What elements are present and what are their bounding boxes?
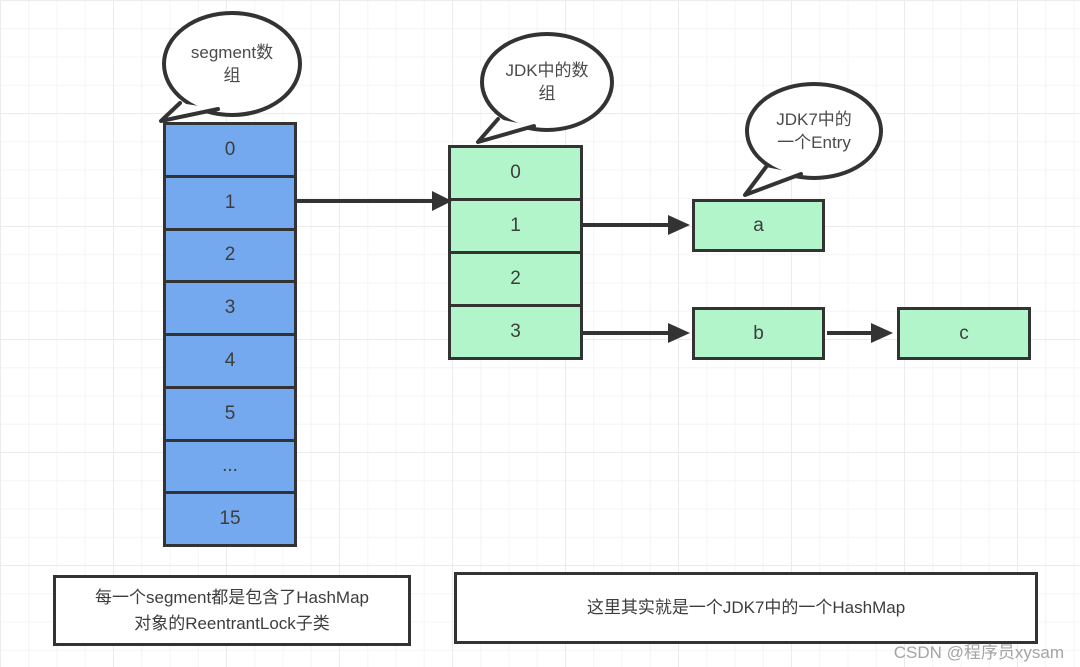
note-segment-reentrantlock: 每一个segment都是包含了HashMap 对象的ReentrantLock子… <box>53 575 411 646</box>
speech-bubble-jdk7-entry-tail <box>743 165 803 197</box>
jdk-cell-2: 2 <box>451 254 580 307</box>
segment-cell-3: 3 <box>166 283 294 336</box>
entry-node-b: b <box>692 307 825 360</box>
bubble-label-jdk7-entry: JDK7中的 一个Entry <box>776 110 852 152</box>
speech-bubble-jdk-array-tail <box>476 117 536 144</box>
jdk-array: 0 1 2 3 <box>448 145 583 360</box>
csdn-watermark: CSDN @程序员xysam <box>893 643 1064 662</box>
jdk-cell-0: 0 <box>451 148 580 201</box>
arrow-entry-b-to-c-head <box>871 323 893 343</box>
segment-cell-ellipsis: ... <box>166 441 294 495</box>
entry-node-a: a <box>692 199 825 252</box>
segment-cell-0: 0 <box>166 125 294 178</box>
segment-cell-5: 5 <box>166 388 294 442</box>
segment-cell-2: 2 <box>166 230 294 284</box>
arrow-jdk1-to-entry-a-head <box>668 215 690 235</box>
jdk-cell-1: 1 <box>451 201 580 254</box>
entry-node-c: c <box>897 307 1031 360</box>
bubble-label-jdk-array: JDK中的数 组 <box>505 61 589 103</box>
arrow-jdk3-to-entry-b-head <box>668 323 690 343</box>
segment-cell-1: 1 <box>166 177 294 231</box>
segment-cell-15: 15 <box>166 494 294 544</box>
segment-cell-4: 4 <box>166 336 294 389</box>
segment-array: 0 1 2 3 4 5 ... 15 <box>163 122 297 547</box>
note-jdk7-hashmap: 这里其实就是一个JDK7中的一个HashMap <box>454 572 1038 644</box>
jdk-cell-3: 3 <box>451 307 580 357</box>
bubble-label-segment-array: segment数 组 <box>190 43 274 85</box>
speech-bubble-segment-tail <box>159 101 220 123</box>
